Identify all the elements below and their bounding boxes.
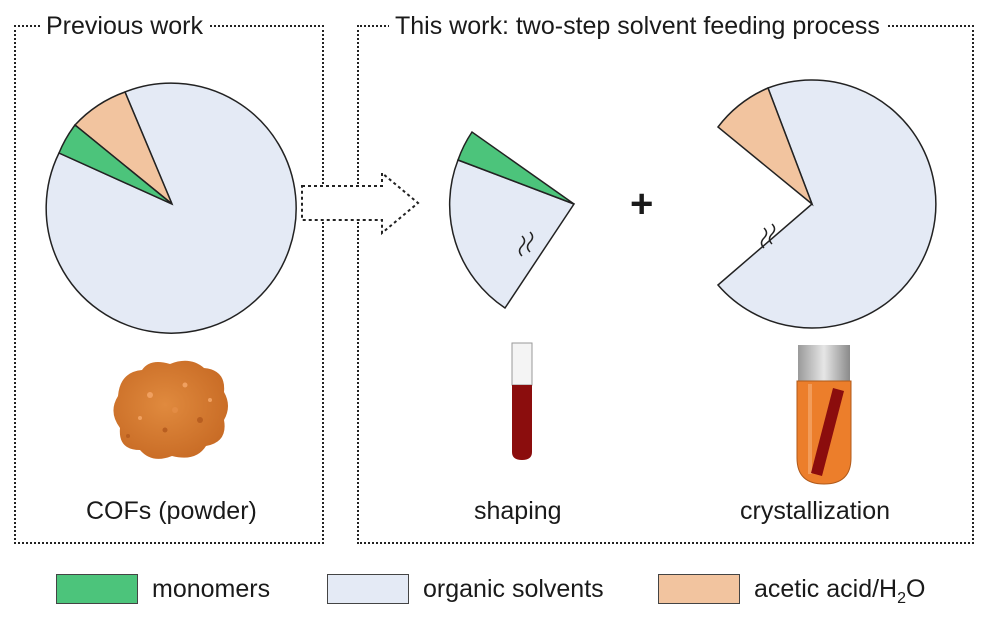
legend-label-organic-solvents: organic solvents xyxy=(423,575,604,603)
plus-sign: + xyxy=(630,182,654,226)
crystallization-pie-segment xyxy=(716,79,937,329)
legend-swatch-organic-solvents xyxy=(327,574,409,604)
shaping-pie-segment xyxy=(448,130,576,310)
pie-slice-monomers xyxy=(58,123,173,205)
legend-label-monomers: monomers xyxy=(152,575,271,603)
crystallization-organic-slice xyxy=(716,79,937,329)
crystallization-acid-slice xyxy=(716,87,814,207)
break-symbol xyxy=(518,231,534,257)
previous-pie-chart xyxy=(45,82,297,334)
shaping-organic-slice xyxy=(448,159,576,310)
crystallization-caption: crystallization xyxy=(740,497,891,525)
this-work-title: This work: two-step solvent feeding proc… xyxy=(389,11,886,41)
pie-slice-organic-solvents xyxy=(45,82,297,334)
process-arrow xyxy=(301,170,420,236)
shaping-monomer-slice xyxy=(457,130,575,205)
break-symbol xyxy=(760,223,776,249)
this-work-panel: This work: two-step solvent feeding proc… xyxy=(357,11,974,544)
legend-swatch-acid-water xyxy=(658,574,740,604)
shaping-test-tube xyxy=(511,342,533,460)
legend-label-acid-water: acetic acid/H2O xyxy=(754,575,926,607)
previous-work-title: Previous work xyxy=(40,11,209,41)
previous-work-panel: Previous work xyxy=(14,11,324,544)
legend-swatch-monomers xyxy=(56,574,138,604)
cof-powder-caption: COFs (powder) xyxy=(86,497,257,525)
cof-powder-image xyxy=(113,360,228,459)
shaping-caption: shaping xyxy=(474,497,562,525)
crystallization-test-tube xyxy=(796,345,852,485)
